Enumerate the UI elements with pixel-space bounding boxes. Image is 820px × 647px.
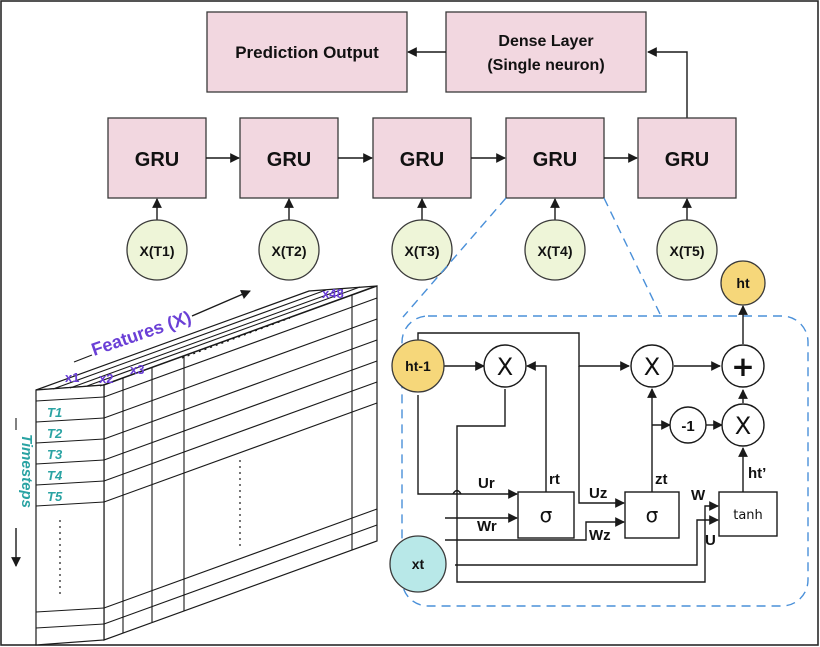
hprev-node: ht-1 xyxy=(391,339,445,393)
rt-label: rt xyxy=(549,471,560,488)
prediction-output-box: Prediction Output xyxy=(206,11,408,93)
prediction-output-label: Prediction Output xyxy=(235,43,379,62)
gru5-to-dense-arrow xyxy=(647,47,688,118)
candidate-ht-label: ht’ xyxy=(748,465,766,482)
zoom-line-left xyxy=(402,197,507,318)
input-label: X(T5) xyxy=(670,243,705,259)
hprev-label: ht-1 xyxy=(405,358,431,374)
xt-to-tanh xyxy=(455,515,719,566)
timestep-tick-t3: T3 xyxy=(47,447,63,462)
reset-gate-sigma-box: σ xyxy=(517,491,575,539)
gru-unit-2: GRU xyxy=(239,117,339,199)
wz-label: Wz xyxy=(589,527,611,544)
input-label: X(T4) xyxy=(538,243,573,259)
timesteps-axis-label: Timesteps xyxy=(18,434,35,508)
plus-node: + xyxy=(721,344,765,388)
dense-layer-sublabel: (Single neuron) xyxy=(487,57,604,74)
feature-dots xyxy=(181,317,291,359)
tensor-front-face xyxy=(35,384,105,646)
feature-tick-x48: x48 xyxy=(322,286,344,301)
features-arrow xyxy=(191,289,251,317)
timestep-tick-t4: T4 xyxy=(47,468,63,483)
timestep-tick-t2: T2 xyxy=(47,426,63,441)
hprev-to-update-sigma xyxy=(578,366,625,508)
minus-one-node: -1 xyxy=(669,406,707,444)
timestep-tick-t5: T5 xyxy=(47,489,63,504)
u-label: U xyxy=(705,532,716,549)
wr-label: Wr xyxy=(477,518,497,535)
gru-unit-1: GRU xyxy=(107,117,207,199)
input-label: X(T1) xyxy=(140,243,175,259)
minus-one-label: -1 xyxy=(681,418,694,435)
update-gate-sigma-box: σ xyxy=(624,491,680,539)
ht-node: ht xyxy=(720,260,766,306)
zt-label: zt xyxy=(655,471,668,488)
update-multiply-node: X xyxy=(630,344,674,388)
ht-label: ht xyxy=(736,275,750,291)
xt-node: xt xyxy=(389,535,447,593)
multiply-symbol: X xyxy=(735,412,751,440)
hprev-to-update-mult xyxy=(417,332,630,371)
hprev-to-reset-sigma xyxy=(417,395,518,499)
rt-to-reset-mult xyxy=(526,361,547,494)
input-label: X(T2) xyxy=(272,243,307,259)
reset-multiply-node: X xyxy=(483,344,527,388)
dense-layer-box: Dense Layer (Single neuron) xyxy=(445,11,647,93)
gru-label: GRU xyxy=(135,149,179,171)
tanh-label: tanh xyxy=(733,508,763,523)
sigma-symbol: σ xyxy=(540,503,553,527)
sigma-symbol: σ xyxy=(646,503,659,527)
input-node-t5: X(T5) xyxy=(656,198,718,281)
dense-layer-label: Dense Layer xyxy=(498,33,593,50)
uz-label: Uz xyxy=(589,485,607,502)
gru-label: GRU xyxy=(665,149,709,171)
input-label: X(T3) xyxy=(405,243,440,259)
xt-to-update-sigma xyxy=(445,517,625,541)
input-node-t1: X(T1) xyxy=(126,198,188,281)
feature-tick-x3: x3 xyxy=(130,362,144,377)
gru-unit-3: GRU xyxy=(372,117,472,199)
feature-tick-x1: x1 xyxy=(65,370,79,385)
gru-unit-4: GRU xyxy=(505,117,605,199)
input-node-t4: X(T4) xyxy=(524,198,586,281)
input-node-t2: X(T2) xyxy=(258,198,320,281)
gru-label: GRU xyxy=(267,149,311,171)
gru-unit-5: GRU xyxy=(637,117,737,199)
gru-cell-zoom-frame xyxy=(401,315,809,607)
xt-label: xt xyxy=(412,556,425,572)
input-tensor-cube xyxy=(35,285,378,646)
feature-tick-x2: x2 xyxy=(99,371,113,386)
candidate-multiply-node: X xyxy=(721,403,765,447)
zoom-line-right xyxy=(603,197,661,315)
features-lead-line xyxy=(73,354,93,363)
gru-label: GRU xyxy=(533,149,577,171)
plus-symbol: + xyxy=(731,350,754,383)
multiply-symbol: X xyxy=(497,353,513,381)
multiply-symbol: X xyxy=(644,353,660,381)
w-label: W xyxy=(691,487,706,504)
timestep-tick-t1: T1 xyxy=(47,405,62,420)
input-node-t3: X(T3) xyxy=(391,198,453,281)
ur-label: Ur xyxy=(478,475,495,492)
reset-mult-to-tanh xyxy=(456,389,719,583)
tanh-box: tanh xyxy=(718,491,778,537)
gru-label: GRU xyxy=(400,149,444,171)
